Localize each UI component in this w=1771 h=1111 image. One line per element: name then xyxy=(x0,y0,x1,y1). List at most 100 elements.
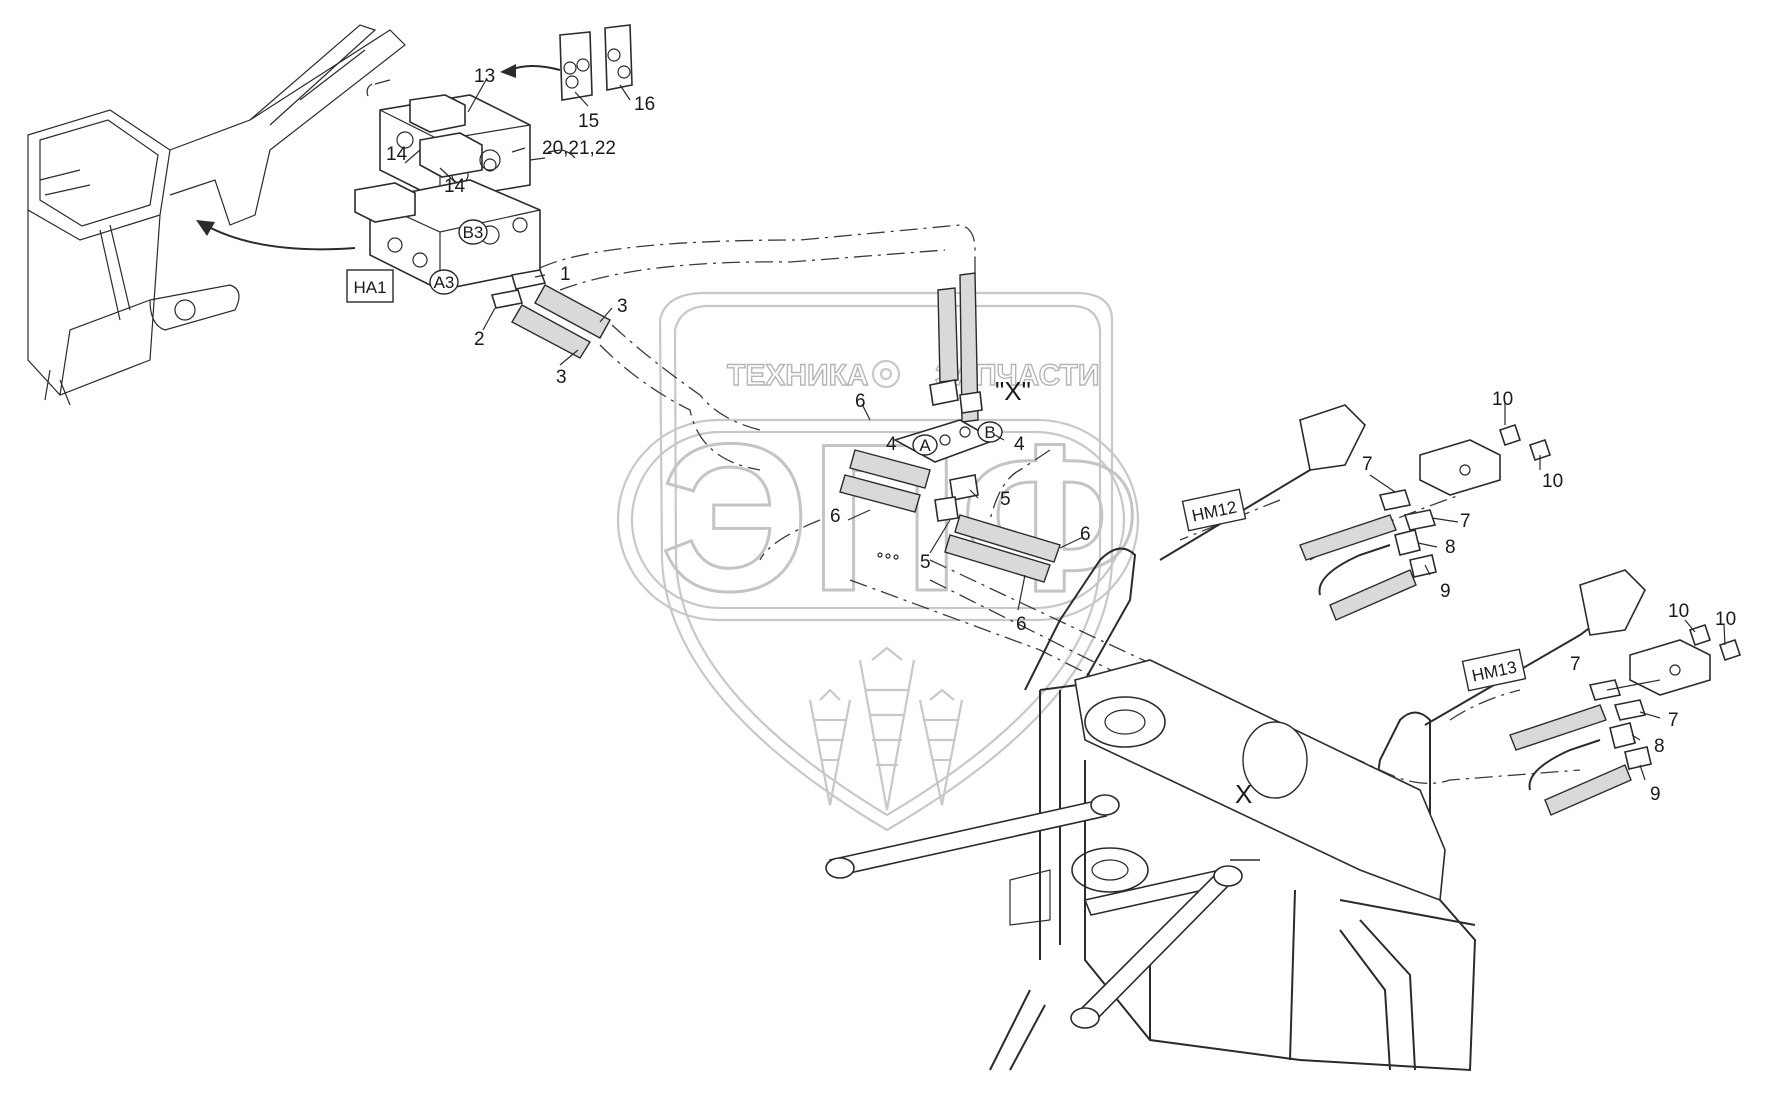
callout-1: 1 xyxy=(560,264,571,285)
hose-hm13-upper xyxy=(1509,704,1607,751)
svg-text:B: B xyxy=(984,423,995,442)
machine-boom xyxy=(169,29,406,226)
adapter-9-hm12 xyxy=(1409,554,1437,578)
hose-hm12-lower xyxy=(1329,569,1417,621)
sensor-hm12 xyxy=(1299,404,1366,471)
port-tag-a: A xyxy=(912,434,938,456)
callout-6c: 6 xyxy=(1080,524,1091,545)
frame-mast-left xyxy=(1024,547,1137,691)
watermark-wheat-icon xyxy=(808,646,964,811)
plug-10-hm13-a xyxy=(1688,623,1712,647)
detail-marker-label: X xyxy=(1235,779,1252,809)
adapter-7-hm13-a xyxy=(1588,679,1622,701)
plug-10-hm12-a xyxy=(1498,423,1522,447)
callouts: 13 14 14 15 16 20,21,22 1 2 3 3 6 4 4 5 … xyxy=(386,66,1736,805)
adapter-2 xyxy=(490,289,524,309)
callout-16: 16 xyxy=(634,94,655,115)
sensor-hm13 xyxy=(1579,569,1646,636)
kit-arrow-head xyxy=(500,64,516,78)
seal-kit-16 xyxy=(604,24,633,91)
callout-9b: 9 xyxy=(1650,784,1661,805)
detail-view-label: "X" xyxy=(995,376,1031,406)
port-tag-a3: A3 xyxy=(429,269,459,295)
plug-10-hm13-b xyxy=(1718,638,1742,662)
vertical-hose-a xyxy=(937,287,959,383)
machine-overview xyxy=(27,24,406,406)
frame-lower-leg xyxy=(989,989,1046,1071)
callout-6d: 6 xyxy=(1016,614,1027,635)
hose-6-upper-right xyxy=(954,514,1061,563)
machine-body xyxy=(27,210,161,396)
plug-10-hm12-b xyxy=(1528,438,1552,462)
location-arrow-head xyxy=(196,220,215,236)
callout-3a: 3 xyxy=(617,296,628,317)
detail-x-assembly xyxy=(839,272,1061,583)
vertical-hose-b xyxy=(959,272,979,423)
hose-6-upper-left xyxy=(849,449,931,489)
frame-mast-right xyxy=(1364,711,1431,881)
mounting-frame xyxy=(825,547,1477,1072)
callout-7c: 7 xyxy=(1570,654,1581,675)
callout-7d: 7 xyxy=(1668,710,1679,731)
fitting-5a xyxy=(949,474,979,501)
fitting-4a xyxy=(929,379,959,406)
machine-cab xyxy=(27,109,171,241)
hose-6-lower-right xyxy=(944,534,1051,583)
watermark-gear-icon xyxy=(871,359,901,389)
pivot-ring-upper xyxy=(1084,696,1166,748)
machine-track xyxy=(149,284,240,331)
callout-7b: 7 xyxy=(1460,511,1471,532)
motor-assembly-hm12 xyxy=(1159,404,1552,621)
callout-14a: 14 xyxy=(386,144,408,165)
routing-lines xyxy=(539,224,1581,796)
watermark-brand-left: ТЕХНИКА xyxy=(727,359,869,392)
hose-3-lower xyxy=(511,304,591,359)
pivot-ring-lower xyxy=(1071,847,1149,893)
port-tag-b: B xyxy=(977,421,1003,443)
watermark-shield-outline xyxy=(658,291,1114,832)
adapter-7-hm12-a xyxy=(1378,489,1412,511)
callout-5b: 5 xyxy=(920,552,931,573)
adapter-7-hm13-b xyxy=(1613,699,1647,721)
detail-circle-x xyxy=(1242,721,1308,799)
callout-10b: 10 xyxy=(1542,471,1563,492)
machine-details xyxy=(39,169,131,406)
callout-10c: 10 xyxy=(1668,601,1689,622)
callout-9a: 9 xyxy=(1440,581,1451,602)
adapter-1 xyxy=(510,269,547,290)
callout-4b: 4 xyxy=(1014,434,1025,455)
callout-10a: 10 xyxy=(1492,389,1513,410)
svg-text:HA1: HA1 xyxy=(353,278,386,297)
machine-boom-arm xyxy=(249,24,377,126)
svg-text:B3: B3 xyxy=(463,223,484,242)
watermark-letters: ЭПФ xyxy=(660,400,1140,635)
hose-hm12-upper xyxy=(1299,514,1397,561)
fitting-5b xyxy=(934,496,959,522)
component-tag-hm12: HM12 xyxy=(1181,488,1247,532)
adapter-7-hm12-b xyxy=(1403,509,1437,531)
solenoid-valve-lower xyxy=(354,182,416,223)
callout-7a: 7 xyxy=(1362,454,1373,475)
hose-3-upper xyxy=(534,284,611,339)
fittings-and-hoses-top xyxy=(490,269,611,359)
port-tag-b3: B3 xyxy=(458,219,488,245)
watermark-banner-inner xyxy=(630,430,1126,610)
solenoid-valve-13 xyxy=(409,94,466,133)
component-tag-ha1: HA1 xyxy=(346,269,394,303)
hose-6-lower-left xyxy=(839,474,921,513)
fitting-4b xyxy=(959,391,983,414)
callout-15: 15 xyxy=(578,111,599,132)
svg-text:A: A xyxy=(919,436,931,455)
component-tag-hm13: HM13 xyxy=(1461,648,1527,692)
callout-2: 2 xyxy=(474,329,485,350)
watermark: ЭПФ ТЕХНИКА ЗАПЧАСТИ xyxy=(616,291,1141,832)
machine-wheel xyxy=(174,299,196,321)
callout-14b: 14 xyxy=(444,176,466,197)
svg-text:A3: A3 xyxy=(434,273,455,292)
motor-assembly-hm13 xyxy=(1424,569,1742,816)
elbow-8-hm13 xyxy=(1609,722,1636,749)
solenoid-valve-14 xyxy=(419,132,483,178)
hose-hm13-lower xyxy=(1544,764,1632,816)
callout-3b: 3 xyxy=(556,367,567,388)
